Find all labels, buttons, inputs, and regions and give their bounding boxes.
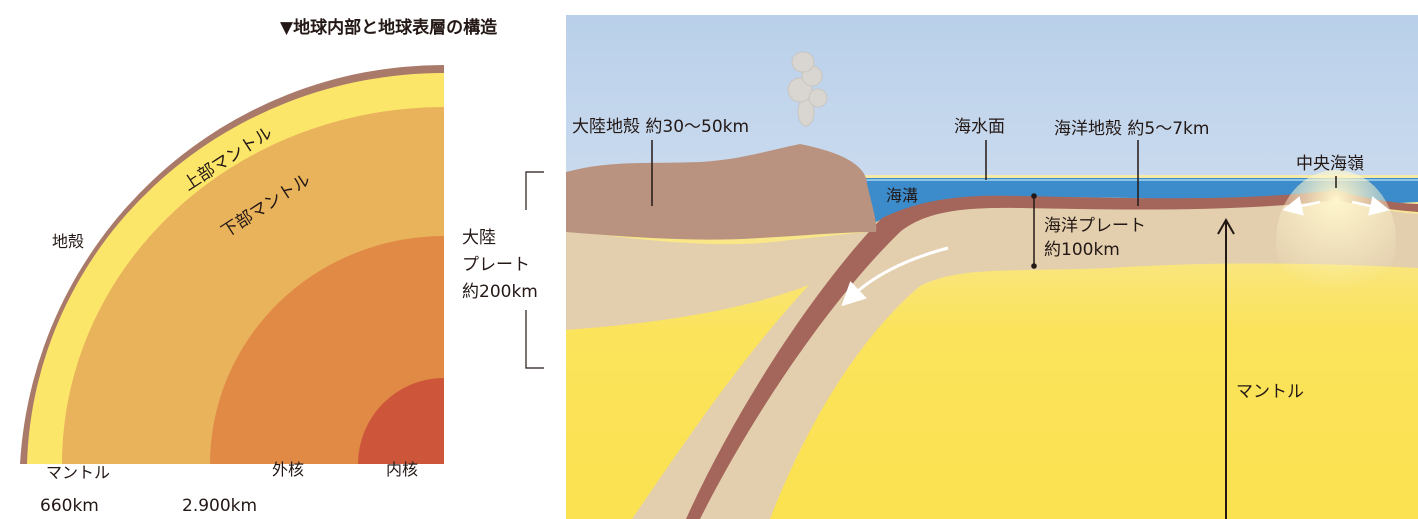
continental-plate-bracket <box>525 171 544 369</box>
oceanic-plate-top-dot <box>1031 193 1037 199</box>
ridge-arrow-right <box>1351 196 1390 216</box>
continental-plate <box>566 230 880 330</box>
oceanic-crust-label: 海洋地殻 約5〜7km <box>1054 119 1209 139</box>
figure-title: ▼地球内部と地球表層の構造 <box>280 18 498 38</box>
trench-label: 海溝 <box>886 186 918 205</box>
inner-core-layer <box>358 378 444 464</box>
mantle-section-label: マントル <box>1236 382 1304 402</box>
leader-lines <box>651 140 1337 266</box>
continental-plate-label-line1: 大陸 <box>462 228 496 248</box>
mantle-label: マントル <box>46 463 110 482</box>
oceanic-plate <box>632 194 1418 519</box>
oceanic-plate-thickness: 約100km <box>1044 240 1120 260</box>
continental-plate-label-line2: プレート <box>462 255 530 275</box>
inner-core-label: 内核 <box>386 460 418 479</box>
volcano-smoke <box>787 51 828 127</box>
outer-core-label: 外核 <box>272 460 304 479</box>
subduction-arrow <box>841 246 949 307</box>
continental-crust-label: 大陸地殻 約30〜50km <box>572 117 749 137</box>
sea-level-label: 海水面 <box>954 117 1005 137</box>
oceanic-plate-bottom-dot <box>1031 263 1037 269</box>
plate-cross-section: 大陸地殻 約30〜50km 海水面 海洋地殻 約5〜7km 中央海嶺 海溝 海洋… <box>462 15 1418 519</box>
ridge-upwelling <box>1276 170 1396 310</box>
depth-660-label: 660km <box>40 496 99 516</box>
continental-crust <box>566 144 877 240</box>
crust-label: 地殻 <box>52 232 84 251</box>
mantle-upflow-arrowhead <box>1217 217 1235 235</box>
earth-interior-quarter: 地殻 上部マントル 下部マントル マントル 外核 内核 660km 2.900k… <box>20 64 444 516</box>
continental-plate-thickness: 約200km <box>462 282 538 302</box>
oceanic-plate-label: 海洋プレート <box>1044 216 1146 236</box>
depth-2900-label: 2.900km <box>182 496 257 516</box>
ridge-arrow-left <box>1282 196 1321 216</box>
mid-ocean-ridge-label: 中央海嶺 <box>1296 154 1364 174</box>
